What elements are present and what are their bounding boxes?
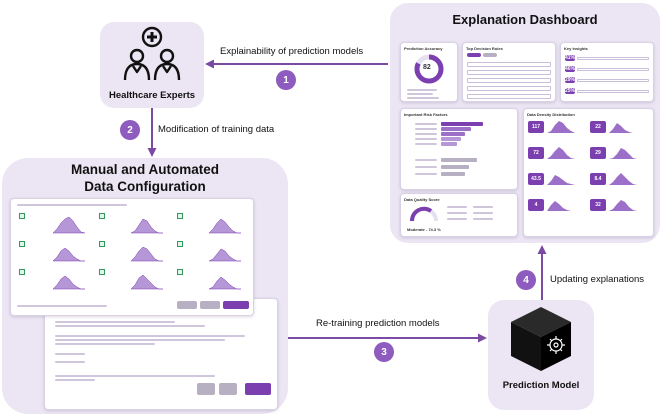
data-density-title: Data Density Distribution [527,112,575,117]
data-quality-score-title: Data Quality Score [404,197,440,202]
front-screen-button[interactable] [200,301,220,309]
key-insights-card: Key Insights 41% 46% 29% 25% [560,42,654,102]
checkbox-icon[interactable] [177,241,183,247]
top-decision-rules-title: Top Decision Rules [466,46,503,51]
important-risk-factors-card: Important Risk Factors [400,108,518,190]
configuration-title-line1: Manual and Automated [70,162,219,177]
density-value: 22 [590,121,606,133]
checkbox-icon[interactable] [99,213,105,219]
explainability-label: Explainability of prediction models [220,46,364,57]
density-value: 4 [528,199,544,211]
retraining-label: Re-training prediction models [316,318,440,329]
top-decision-rules-card: Top Decision Rules [462,42,556,102]
checkbox-icon[interactable] [177,269,183,275]
configuration-title-line2: Data Configuration [84,179,206,194]
prediction-accuracy-card: Prediction Accuracy 82 [400,42,458,102]
dashboard-title: Explanation Dashboard [452,12,598,27]
back-screen-button[interactable] [197,383,215,395]
model-label: Prediction Model [502,380,580,391]
back-screen-button[interactable] [219,383,237,395]
density-value: 29 [590,147,606,159]
quality-value: Moderate - 74.3 % [407,227,441,232]
insight-pct: 25% [565,88,576,94]
step-marker: 4 [516,270,536,290]
step-marker: 3 [374,342,394,362]
prediction-model-cube-icon [511,307,571,371]
updating-label: Updating explanations [550,274,645,285]
density-value: 117 [528,121,544,133]
accuracy-value: 82 [423,64,431,71]
density-value: 32 [590,199,606,211]
checkbox-icon[interactable] [19,241,25,247]
density-histograms [547,121,641,211]
configuration-screen-front [10,198,254,316]
front-screen-button[interactable] [177,301,197,309]
checkbox-icon[interactable] [177,213,183,219]
back-screen-button[interactable] [245,383,271,395]
checkbox-icon[interactable] [99,269,105,275]
quality-gauge [409,206,438,222]
checkbox-icon[interactable] [99,241,105,247]
key-insights-title: Key Insights [564,46,588,51]
data-density-card: Data Density Distribution 117 22 72 29 4… [523,108,654,237]
configuration-screen-back [44,298,278,410]
insight-pct: 41% [565,55,576,61]
accuracy-ring [414,54,444,84]
insight-pct: 29% [565,77,576,83]
density-value: 72 [528,147,544,159]
density-value: 43.5 [528,173,544,185]
front-screen-button[interactable] [223,301,249,309]
healthcare-experts-icon [123,26,181,81]
checkbox-icon[interactable] [19,213,25,219]
important-risk-factors-title: Important Risk Factors [404,112,448,117]
insight-pct: 46% [565,66,576,72]
step-marker: 1 [276,70,296,90]
step-marker: 2 [120,120,140,140]
data-quality-score-card: Data Quality Score Moderate - 74.3 % [400,193,518,237]
prediction-accuracy-title: Prediction Accuracy [404,46,443,51]
density-value: 8.4 [590,173,606,185]
experts-label: Healthcare Experts [108,90,196,101]
configuration-histograms [52,216,241,290]
checkbox-icon[interactable] [19,269,25,275]
modification-label: Modification of training data [158,124,275,135]
